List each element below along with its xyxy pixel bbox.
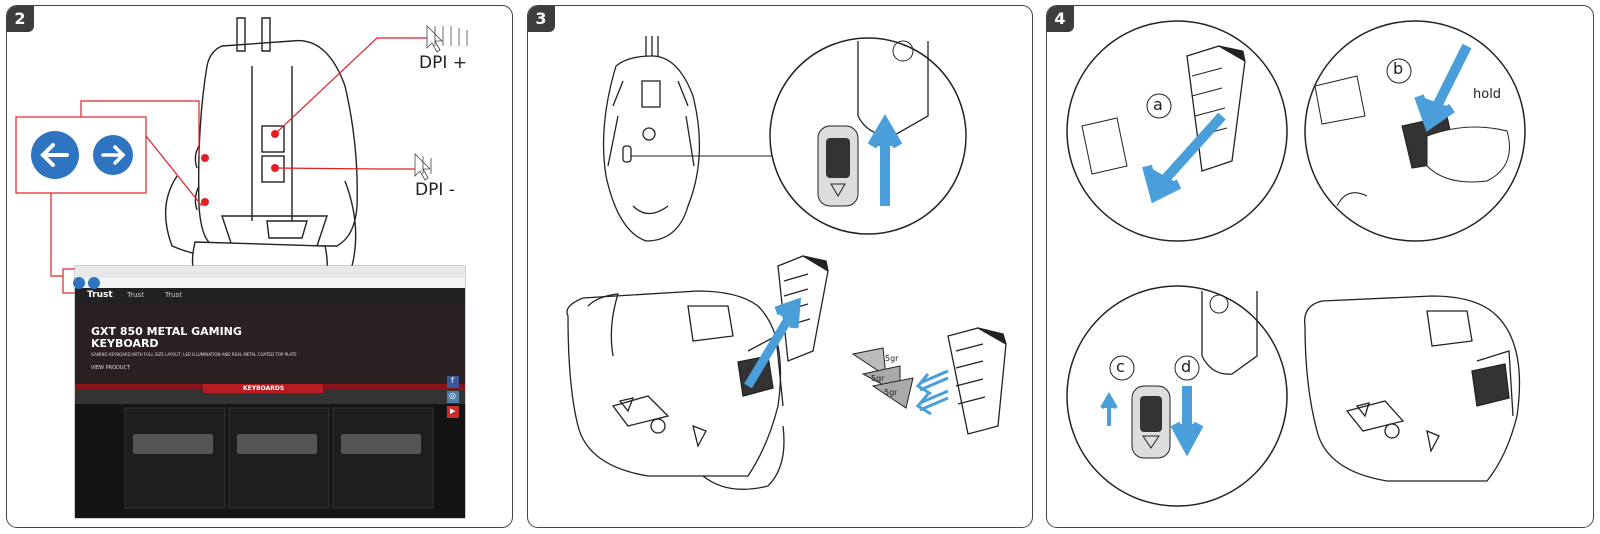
label-a: a (1153, 95, 1163, 114)
label-a-badge (1146, 93, 1172, 119)
dpi-plus-label: DPI + (419, 53, 468, 73)
insert-arrows-icon (915, 369, 949, 416)
hero-subtitle: GAMING KEYBOARD WITH FULL SIZE LAYOUT, L… (91, 352, 297, 357)
hero-title-line: GXT 850 METAL GAMING (91, 325, 242, 338)
pull-out-arrow-icon (744, 297, 802, 389)
site-logo: Trust (87, 290, 113, 300)
label-d-badge (1174, 355, 1200, 381)
hero-title: GXT 850 METAL GAMING KEYBOARD (91, 326, 242, 350)
weight-label: 5gr (884, 388, 898, 397)
pull-down-arrow-icon (1170, 386, 1204, 457)
label-b-badge (1386, 58, 1412, 84)
hold-label: hold (1473, 87, 1502, 102)
view-product-button: VIEW PRODUCT (91, 365, 131, 371)
site-tab: Trust (127, 291, 144, 299)
dpi-minus-label: DPI - (415, 180, 455, 200)
step-number: 4 (1047, 6, 1074, 32)
step-4-panel: 4 (1046, 5, 1594, 528)
mouse-side-view-final (1303, 295, 1521, 482)
browser-screenshot (73, 265, 466, 519)
dpi-minus-cursor-icon (414, 153, 432, 181)
site-tab: Trust (165, 291, 182, 299)
hero-title-line: KEYBOARD (91, 337, 159, 350)
step-2-panel: 2 (6, 5, 513, 528)
facebook-icon: f (451, 376, 454, 385)
mouse-bottom-view (602, 36, 701, 242)
slider-zoom-circle (769, 37, 967, 235)
step-number: 3 (528, 6, 555, 32)
back-button-icon (31, 131, 79, 179)
weight-drawer-diagram (566, 36, 1007, 490)
section-title: KEYBOARDS (243, 385, 285, 392)
slide-up-small-arrow-icon (1100, 392, 1118, 426)
callout-lines (15, 37, 427, 294)
push-arrow-icon (1142, 112, 1226, 204)
label-b: b (1393, 59, 1404, 78)
drawer-removal-diagram (1066, 20, 1526, 507)
weight-label: 5gr (871, 374, 885, 383)
label-c-badge (1109, 355, 1135, 381)
dpi-plus-cursor-icon (426, 25, 468, 53)
step-a-circle (1066, 20, 1288, 242)
weight-drawer-closeup (947, 327, 1007, 435)
weights-stack (851, 347, 914, 409)
step-b-circle (1304, 20, 1526, 242)
press-arrow-icon (1414, 43, 1472, 132)
label-c: c (1116, 357, 1125, 376)
youtube-icon: ▶ (450, 407, 456, 415)
weight-label: 5gr (885, 354, 899, 363)
instagram-icon: ◎ (449, 391, 456, 400)
label-d: d (1181, 357, 1192, 376)
step-number: 2 (7, 6, 34, 32)
step-cd-circle (1066, 285, 1288, 507)
mouse-dpi-diagram (15, 17, 468, 519)
slide-up-arrow-icon (867, 114, 903, 206)
mouse-side-view (566, 290, 785, 490)
weight-drawer (777, 255, 829, 362)
forward-button-icon (93, 135, 133, 175)
mouse-top-view (164, 17, 358, 308)
step-3-panel: 3 (527, 5, 1033, 528)
